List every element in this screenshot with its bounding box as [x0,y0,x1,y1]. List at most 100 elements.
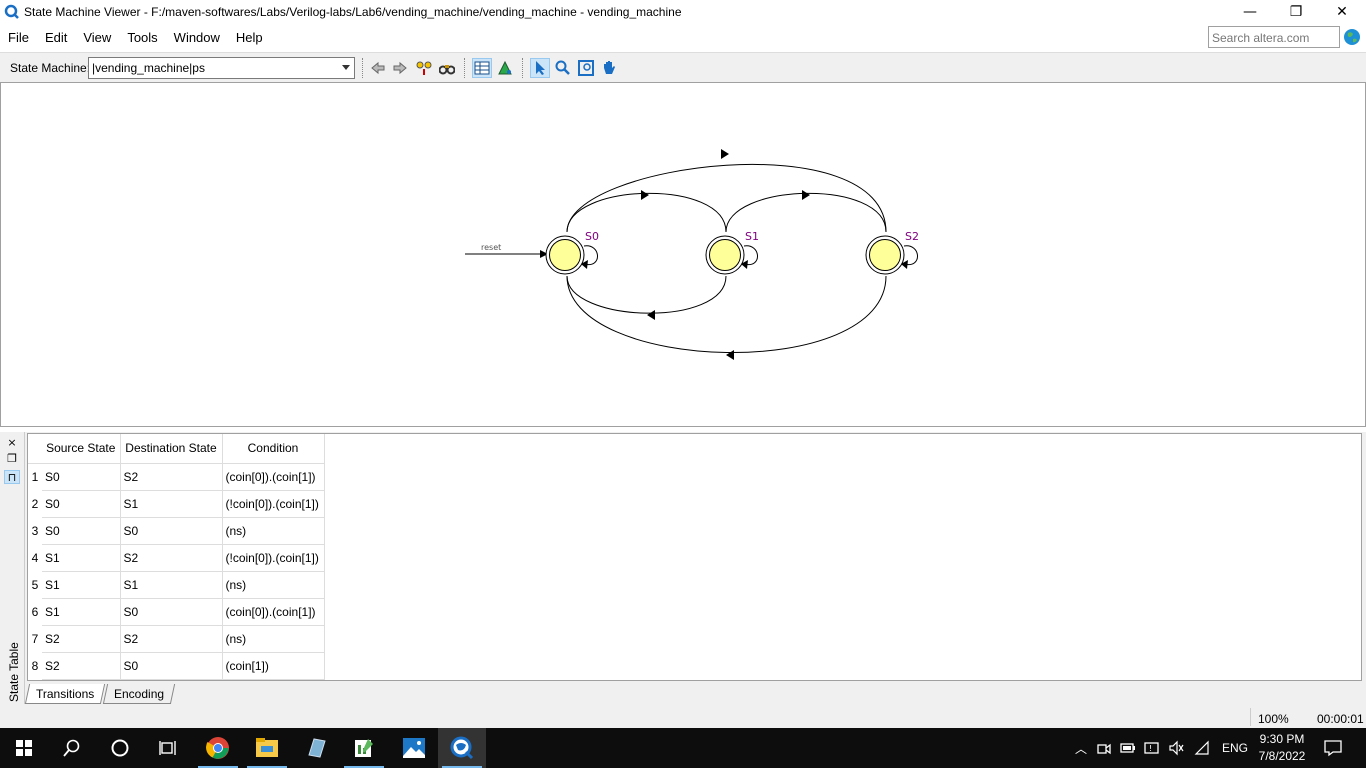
cell-condition: (!coin[0]).(coin[1]) [222,544,325,572]
app-taskbar-button[interactable] [292,728,340,768]
cell-destination-state: S2 [120,544,223,572]
state-s2[interactable] [865,235,905,275]
toolbar-separator [362,58,363,78]
column-header-condition[interactable]: Condition [222,434,325,464]
table-icon [474,61,490,75]
column-header-source[interactable]: Source State [42,434,121,464]
chrome-taskbar-button[interactable] [194,728,242,768]
binoculars-button[interactable] [437,58,457,78]
search-button[interactable] [48,728,96,768]
panel-close-button[interactable]: × [4,436,20,450]
restore-button[interactable]: ❐ [1273,0,1319,24]
chevron-up-icon[interactable]: ︿ [1074,741,1087,756]
volume-muted-icon[interactable] [1168,740,1184,756]
minimize-button[interactable]: — [1227,0,1273,24]
cell-source-state: S0 [42,490,121,518]
column-header-destination[interactable]: Destination State [120,434,223,464]
cell-condition: (coin[0]).(coin[1]) [222,463,325,491]
cell-condition: (ns) [222,625,325,653]
start-button[interactable] [0,728,48,768]
file-explorer-taskbar-button[interactable] [243,728,291,768]
cortana-button[interactable] [96,728,144,768]
toolbar-separator [464,58,465,78]
menu-tools[interactable]: Tools [127,29,158,45]
forward-button[interactable] [390,58,410,78]
find-state-button[interactable] [414,58,434,78]
search-input[interactable]: Search altera.com [1208,26,1340,48]
state-diagram-canvas[interactable]: reset S0 S1 [0,82,1366,427]
transition-s2-s0[interactable] [566,275,887,354]
tab-transitions[interactable]: Transitions [24,684,106,704]
tab-transitions-label: Transitions [36,687,95,701]
task-view-button[interactable] [144,728,192,768]
photos-taskbar-button[interactable] [390,728,438,768]
binoculars-icon [439,65,455,75]
svg-text:!: ! [1149,744,1152,753]
cell-destination-state: S1 [120,490,223,518]
pointer-icon [536,61,545,75]
close-button[interactable]: ✕ [1319,0,1365,24]
cell-condition: (ns) [222,517,325,545]
state-s0[interactable] [545,235,585,275]
transition-s0-s1[interactable] [566,192,727,233]
self-loop-s0[interactable] [583,245,598,266]
zoom-tool-button[interactable] [553,58,573,78]
cell-destination-state: S2 [120,625,223,653]
fit-window-button[interactable] [576,58,596,78]
state-machine-select[interactable]: |vending_machine|ps [88,57,355,79]
search-icon [63,739,80,757]
wifi-icon[interactable] [1194,740,1210,756]
quartus-taskbar-button[interactable] [438,728,486,768]
arrowhead [802,190,810,200]
row-number: 4 [31,550,39,565]
transition-s0-s2[interactable] [566,163,887,233]
meet-now-icon[interactable] [1096,740,1112,756]
transition-s1-s0[interactable] [566,275,727,314]
language-indicator[interactable]: ENG [1222,741,1249,755]
notification-icon [1324,740,1342,757]
self-loop-s1[interactable] [743,245,758,266]
menu-window[interactable]: Window [173,29,220,45]
network-icon[interactable]: ! [1144,740,1160,756]
panel-float-button[interactable]: ❐ [4,452,20,466]
table-view-button[interactable] [472,58,492,78]
cell-source-state: S1 [42,598,121,626]
editor-taskbar-button[interactable] [340,728,388,768]
notification-button[interactable] [1324,728,1342,768]
transition-s1-s2[interactable] [725,192,887,233]
menu-help[interactable]: Help [235,29,263,45]
row-number: 7 [31,631,39,646]
clock[interactable]: 9:30 PM 7/8/2022 [1258,731,1306,765]
diagram-view-button[interactable] [495,58,515,78]
hand-tool-button[interactable] [599,58,619,78]
tab-encoding[interactable]: Encoding [103,684,176,704]
photos-icon [403,738,425,758]
transitions-table: Source State Destination State Condition… [28,434,325,680]
float-icon: ❐ [7,452,17,465]
battery-icon[interactable] [1120,740,1136,756]
menu-file[interactable]: File [8,29,29,45]
editor-icon [355,739,373,757]
zoom-icon [555,60,570,75]
state-s1[interactable] [705,235,745,275]
menu-bar: File Edit View Tools Window Help [0,24,1366,50]
tab-encoding-label: Encoding [114,687,165,701]
menu-view[interactable]: View [83,29,112,45]
panel-pin-button[interactable]: ⊓ [4,470,20,484]
select-tool-button[interactable] [530,58,550,78]
self-loop-s2[interactable] [903,245,918,266]
cell-condition: (coin[1]) [222,652,325,680]
menu-edit[interactable]: Edit [44,29,68,45]
back-button[interactable] [368,58,388,78]
globe-icon[interactable] [1343,28,1361,46]
quartus-app-icon [4,4,19,19]
taskbar: ︿ ! ENG 9:30 PM 7/8/2022 [0,728,1366,768]
